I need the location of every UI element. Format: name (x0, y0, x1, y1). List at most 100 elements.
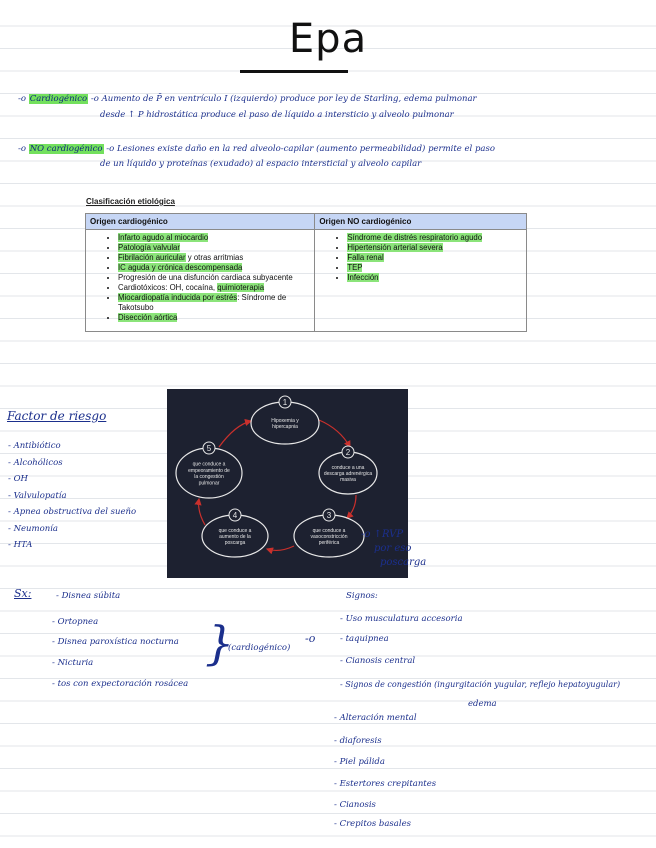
cycle-arrow (265, 545, 295, 555)
cycle-node-number: 4 (233, 511, 238, 520)
signs-title: Signos: (346, 591, 378, 601)
cycle-note-line2: por eso (374, 543, 412, 554)
risk-factor-item: - Antibiótico (8, 441, 61, 451)
risk-factor-item: - OH (8, 474, 28, 484)
symptom-item: - Ortopnea (52, 617, 99, 627)
classification-item: IC aguda y crónica descompensada (118, 263, 310, 273)
classification-item: Infarto agudo al miocardio (118, 233, 310, 243)
cycle-node-number: 5 (207, 444, 212, 453)
sign-item: - Uso musculatura accesoria (340, 614, 463, 624)
cardiogenic-list: Infarto agudo al miocardioPatología valv… (90, 233, 310, 323)
cycle-node-number: 1 (283, 398, 288, 407)
classification-item: Progresión de una disfunción cardiaca su… (118, 273, 310, 283)
cycle-node-label: que conduce a (313, 528, 346, 534)
cycle-node-label: empeoramiento de (188, 468, 230, 474)
signs-continuation: edema (468, 699, 497, 709)
definition-cardiogenic-line2: desde ↑ P hidrostática produce el paso d… (100, 110, 454, 120)
classification-item: Falla renal (347, 253, 522, 263)
classification-item: Fibrilación auricular y otras arritmias (118, 253, 310, 263)
risk-factor-item: - Valvulopatía (8, 490, 67, 501)
cycle-node-label: que conduce a (193, 462, 226, 468)
sign-item: - Cianosis (334, 800, 376, 810)
noncardiogenic-list: Síndrome de distrés respiratorio agudoHi… (319, 233, 522, 283)
definition-text: Lesiones existe daño en la red alveolo-c… (116, 144, 495, 154)
cycle-node-number: 2 (346, 448, 351, 457)
sign-item: - Piel pálida (334, 757, 385, 767)
classification-item: Hipertensión arterial severa (347, 243, 522, 253)
cycle-note-line1: -o ↑RVP (361, 529, 404, 540)
sign-item: - Signos de congestión (ingurgitación yu… (340, 680, 621, 689)
symptom-item: - Disnea paroxística nocturna (52, 637, 179, 647)
noncardiogenic-cell: Síndrome de distrés respiratorio agudoHi… (314, 229, 527, 332)
classification-item: Infección (347, 273, 522, 283)
title-underline (240, 70, 348, 73)
cycle-node-label: la congestión (194, 474, 224, 480)
sign-item: - Crepitos basales (334, 819, 411, 829)
symptom-item: - Disnea súbita (56, 591, 121, 601)
classification-item: Síndrome de distrés respiratorio agudo (347, 233, 522, 243)
cycle-node-label: descarga adrenérgica (324, 471, 373, 477)
cycle-node-label: vasoconstricción (311, 534, 348, 540)
definition-noncardiogenic-line2: de un líquido y proteínas (exudado) al e… (100, 159, 422, 169)
symptom-item: - Nicturia (52, 658, 94, 668)
sign-item: - Estertores crepitantes (334, 779, 437, 789)
arrow-to-signs: -o (305, 632, 316, 645)
cycle-node-label: hipercapnia (272, 424, 298, 430)
cycle-node-label: pulmonar (199, 480, 220, 486)
risk-factor-item: - HTA (8, 540, 33, 550)
classification-item: Disección aórtica (118, 313, 310, 323)
cycle-node-label: aumento de la (219, 534, 251, 540)
sign-item: - diaforesis (334, 736, 382, 746)
cycle-node-label: conduce a una (332, 465, 365, 471)
term-cardiogenic: Cardiogénico (28, 94, 89, 104)
definition-cardiogenic-line1: -o Cardiogénico -o Aumento de P̄ en vent… (18, 92, 477, 107)
classification-item: Cardiotóxicos: OH, cocaína, quimioterapi… (118, 283, 310, 293)
sign-item: - Cianosis central (340, 656, 416, 666)
risk-factor-item: - Apnea obstructiva del sueño (8, 507, 137, 517)
header-cardiogenic: Origen cardiogénico (84, 213, 316, 230)
classification-item: Patología valvular (118, 243, 310, 253)
classification-item: TEP (347, 263, 522, 273)
definition-noncardiogenic-line1: -o NO cardiogénico -o Lesiones existe da… (18, 142, 495, 157)
term-noncardiogenic: NO cardiogénico (28, 144, 104, 154)
page-title: Epa (288, 16, 368, 62)
cycle-arrow (318, 419, 351, 449)
definition-text: Aumento de P̄ en ventrículo I (izquierdo… (101, 94, 477, 104)
cycle-arrow (346, 494, 357, 519)
cycle-node-label: que conduce a (219, 528, 252, 534)
classification-caption: Clasificación etiológica (86, 197, 175, 206)
cycle-node-label: masiva (340, 477, 356, 483)
cardiogenic-cell: Infarto agudo al miocardioPatología valv… (84, 229, 316, 332)
cycle-node-label: poscarga (225, 540, 246, 546)
cycle-node-label: periférica (319, 540, 340, 546)
sign-item: - taquipnea (340, 634, 389, 644)
connector-marker: -o (90, 94, 99, 104)
bullet-marker: -o (18, 94, 26, 104)
cycle-arrow (194, 497, 206, 526)
bullet-marker: -o (18, 144, 26, 154)
symptoms-brace: } (205, 616, 235, 670)
risk-factor-item: - Neumonía (8, 523, 58, 534)
classification-table: Origen cardiogénico Origen NO cardiogéni… (84, 213, 527, 332)
cycle-note-line3: poscarga (380, 557, 427, 568)
cycle-arrow (218, 418, 253, 448)
classification-item: Miocardiopatía inducida por estrés: Sínd… (118, 293, 310, 313)
sign-item: - Alteración mental (334, 713, 417, 723)
symptoms-label: Sx: (14, 587, 32, 600)
cycle-node-number: 3 (327, 511, 332, 520)
symptom-item: - tos con expectoración rosácea (52, 679, 189, 689)
risk-factors-title: Factor de riesgo (7, 409, 107, 423)
symptoms-bracket-label: (cardiogénico) (228, 643, 291, 653)
header-noncardiogenic: Origen NO cardiogénico (314, 213, 527, 230)
connector-marker: -o (106, 144, 115, 154)
cycle-node-label: Hipoxemia y (271, 418, 299, 424)
risk-factor-item: - Alcohólicos (8, 457, 63, 468)
